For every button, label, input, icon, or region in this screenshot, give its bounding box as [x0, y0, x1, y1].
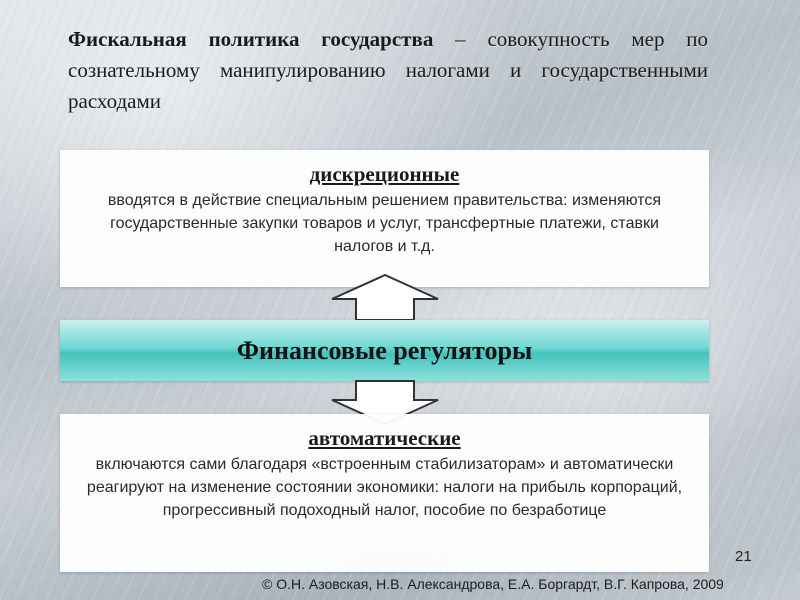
automatic-description: включаются сами благодаря «встроенным ст…: [86, 456, 683, 519]
discretionary-box: дискреционные вводятся в действие специа…: [60, 150, 709, 287]
automatic-box: автоматические включаются сами благодаря…: [60, 414, 709, 572]
title-definition: – совокупность мер по сознательному мани…: [68, 27, 709, 113]
automatic-heading: автоматические: [308, 426, 461, 450]
title-term: Фискальная политика государства: [68, 27, 434, 51]
copyright-footer: © О.Н. Азовская, Н.В. Александрова, Е.А.…: [262, 576, 724, 592]
page-number: 21: [735, 548, 752, 565]
discretionary-description: вводятся в действие специальным решением…: [107, 192, 662, 255]
arrow-up-icon: [331, 273, 439, 321]
arrow-down-icon: [331, 380, 439, 426]
financial-regulators-band: Финансовые регуляторы: [60, 320, 709, 381]
discretionary-heading: дискреционные: [309, 162, 460, 186]
financial-regulators-label: Финансовые регуляторы: [236, 335, 533, 365]
slide-title: Фискальная политика государства – совоку…: [68, 24, 708, 117]
